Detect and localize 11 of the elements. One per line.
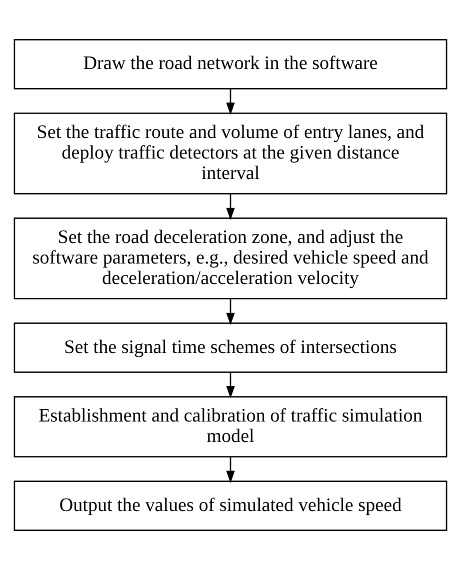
arrow (226, 298, 234, 325)
arrow (226, 372, 234, 398)
arrow (226, 194, 234, 220)
arrow (226, 456, 234, 483)
node-box: Set the signal time schemes of intersections (13, 322, 447, 372)
node-box: Draw the road network in the software (13, 38, 447, 89)
node-box: Set the traffic route and volume of entry lanes, and deploy traffic detectors at the given distance interval (13, 112, 447, 194)
node-box: Set the road deceleration zone, and adjust the software parameters, e.g., desired vehicle speed and deceleration/acceleration velocity (13, 217, 447, 299)
node-box: Establishment and calibration of traffic simulation model (13, 396, 447, 457)
arrow (226, 88, 234, 114)
node-box: Output the values of simulated vehicle speed (13, 480, 447, 531)
